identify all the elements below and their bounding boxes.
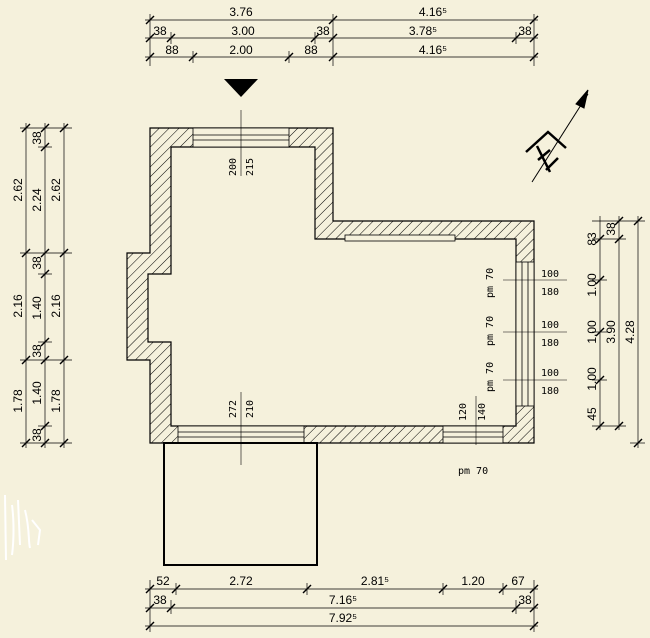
right-window-1-pm: pm 70	[485, 268, 496, 298]
right-window-2-height: 180	[541, 338, 559, 349]
left-inner-1: 2.62	[49, 178, 63, 202]
right-dimensions: 83 1.00 1.00 1.00 45 3.90 38 4.28	[585, 222, 637, 421]
bottom-dimensions: 52 2.72 2.81⁵ 1.20 67 38 7.16⁵ 38 7.92⁵	[153, 574, 532, 625]
terrace-outline	[163, 442, 318, 566]
bottom-door-height: 210	[245, 400, 256, 418]
top-window-height: 215	[245, 158, 256, 176]
bottom-dim-1-2: 2.72	[229, 574, 253, 588]
top-dim-3-4: 4.16⁵	[419, 43, 447, 57]
right-window-3-width: 100	[541, 368, 559, 379]
bottom-dim-1-1: 52	[156, 574, 170, 588]
bottom-dim-2-1: 38	[153, 593, 167, 607]
bottom-dim-2-2: 7.16⁵	[329, 593, 357, 607]
top-dim-1-1: 3.76	[229, 5, 253, 19]
top-dim-3-1: 88	[165, 43, 179, 57]
left-mid-1: 38	[30, 131, 44, 145]
bottom-dim-3-1: 7.92⁵	[329, 611, 357, 625]
left-mid-5: 38	[30, 344, 44, 358]
right-window-3-pm: pm 70	[485, 362, 496, 392]
bottom-dim-1-5: 67	[511, 574, 525, 588]
right-col1-2: 1.00	[585, 273, 599, 297]
bottom-dim-1-4: 1.20	[461, 574, 485, 588]
left-outer-1: 2.62	[11, 178, 25, 202]
bottom-door-label: 272 210	[228, 400, 256, 418]
right-col1-4: 1.00	[585, 367, 599, 391]
left-outer-3: 1.78	[11, 389, 25, 413]
bottom-door-width: 272	[228, 400, 239, 418]
label-lines	[240, 110, 567, 465]
top-dim-2-4: 3.78⁵	[409, 24, 437, 38]
left-dimensions: 2.62 2.16 1.78 38 2.24 38 1.40 38 1.40 3…	[11, 131, 63, 442]
top-dimensions: 3.76 4.16⁵ 38 3.00 38 3.78⁵ 38 88 2.00 8…	[153, 5, 532, 57]
top-window-label: 200 215	[228, 158, 256, 176]
bottom-right-window-width: 120	[458, 403, 469, 421]
windows	[177, 127, 535, 444]
top-dim-2-5: 38	[518, 24, 532, 38]
north-arrow-icon	[525, 89, 589, 183]
left-inner-2: 2.16	[49, 294, 63, 318]
left-mid-2: 2.24	[30, 188, 44, 212]
left-mid-3: 38	[30, 256, 44, 270]
left-inner-3: 1.78	[49, 389, 63, 413]
signature-mark-icon	[4, 494, 42, 561]
bottom-dim-1-3: 2.81⁵	[361, 574, 389, 588]
bottom-right-window-label: 120 140 pm 70	[458, 403, 488, 477]
left-outer-2: 2.16	[11, 294, 25, 318]
top-dim-2-3: 38	[316, 24, 330, 38]
walls	[126, 127, 535, 444]
right-window-2-label: 100 180 pm 70	[485, 316, 559, 349]
right-window-1-height: 180	[541, 287, 559, 298]
top-dim-3-2: 2.00	[229, 43, 253, 57]
bottom-dim-2-3: 38	[518, 593, 532, 607]
bottom-right-window-pm: pm 70	[458, 466, 488, 477]
bottom-right-window-height: 140	[477, 403, 488, 421]
right-col2-1: 3.90	[604, 320, 618, 344]
top-dim-2-2: 3.00	[231, 24, 255, 38]
top-dim-2-1: 38	[153, 24, 167, 38]
top-window-width: 200	[228, 158, 239, 176]
right-col3-2: 4.28	[623, 320, 637, 344]
top-dim-1-2: 4.16⁵	[419, 5, 447, 19]
left-mid-7: 38	[30, 428, 44, 442]
right-col1-3: 1.00	[585, 320, 599, 344]
entrance-arrow-icon	[224, 79, 258, 97]
right-col1-1: 83	[585, 232, 599, 246]
right-window-3-height: 180	[541, 386, 559, 397]
right-window-1-width: 100	[541, 269, 559, 280]
right-window-2-pm: pm 70	[485, 316, 496, 346]
left-mid-6: 1.40	[30, 381, 44, 405]
left-mid-4: 1.40	[30, 296, 44, 320]
right-window-2-width: 100	[541, 320, 559, 331]
right-col3-1: 38	[604, 222, 618, 236]
right-col1-5: 45	[585, 407, 599, 421]
top-dim-3-3: 88	[304, 43, 318, 57]
right-window-1-label: 100 180 pm 70	[485, 268, 559, 298]
dimension-lines	[20, 14, 645, 632]
right-window-3-label: 100 180 pm 70	[485, 362, 559, 397]
